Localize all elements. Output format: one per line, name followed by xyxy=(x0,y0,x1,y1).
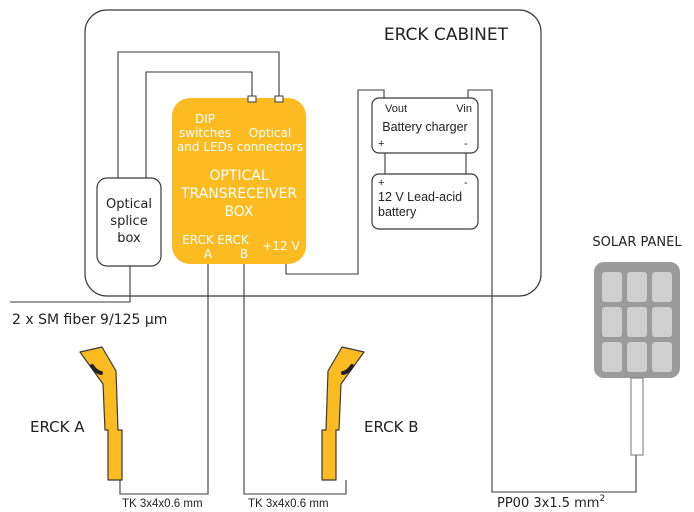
dip-label-line3: and LEDs xyxy=(177,140,233,154)
power-cable-label: PP00 3x1.5 mm2 xyxy=(497,494,605,511)
fiber-label: 2 x SM fiber 9/125 µm xyxy=(12,312,167,328)
port-erck-a-line2: A xyxy=(204,247,213,261)
dip-label-line2: switches xyxy=(179,126,231,140)
battery-label-line1: 12 V Lead-acid xyxy=(378,190,462,204)
optical-splice-box xyxy=(96,177,162,267)
optical-connector-right xyxy=(274,95,284,103)
connectors-label-line2: connectors xyxy=(237,140,303,154)
charger-vin-label: Vin xyxy=(456,103,472,115)
erck-b-cable-label: TK 3x4x0.6 mm xyxy=(248,498,329,510)
power-lines xyxy=(285,89,637,493)
battery-label-line2: battery xyxy=(378,205,417,219)
charger-plus: + xyxy=(378,138,384,150)
splice-box-line1: Optical xyxy=(106,197,152,212)
optical-box-title-line3: BOX xyxy=(224,204,253,220)
optical-box-title-line1: OPTICAL xyxy=(209,168,268,184)
optical-box-title-line2: TRANSRECEIVER xyxy=(180,186,297,202)
lead-acid-battery xyxy=(371,173,479,230)
port-erck-b-line1: ERCK xyxy=(217,233,250,247)
erck-b-label: ERCK B xyxy=(364,418,419,436)
optical-transreceiver-box xyxy=(172,98,306,264)
erck-a-cable-label: TK 3x4x0.6 mm xyxy=(122,498,203,510)
battery-plus: + xyxy=(378,177,384,189)
erck-cable-lines xyxy=(119,262,347,495)
cabinet-title: ERCK CABINET xyxy=(384,25,509,45)
battery-charger xyxy=(371,97,479,154)
erck-a-label: ERCK A xyxy=(30,418,85,436)
solar-panel-title: SOLAR PANEL xyxy=(592,235,682,250)
erck-a-handset-icon xyxy=(79,346,123,481)
splice-box-line2: splice xyxy=(110,214,147,229)
splice-box-line3: box xyxy=(117,231,141,246)
dip-label-line1: DIP xyxy=(195,112,215,126)
erck-cabinet xyxy=(84,9,542,297)
solar-panel xyxy=(594,262,680,456)
port-erck-a-line1: ERCK xyxy=(182,233,215,247)
power-cable-text: PP00 3x1.5 mm xyxy=(497,496,599,511)
connectors-label-line1: Optical xyxy=(249,126,291,140)
power-input-label: +12 V xyxy=(262,239,300,253)
charger-name: Battery charger xyxy=(382,120,467,134)
port-erck-b-line2: B xyxy=(240,247,248,261)
battery-minus: - xyxy=(464,177,468,189)
optical-connector-left xyxy=(247,95,257,103)
charger-vout-label: Vout xyxy=(385,103,407,115)
charger-minus: - xyxy=(464,138,468,150)
power-cable-superscript: 2 xyxy=(599,494,605,504)
fiber-lines xyxy=(10,51,280,303)
erck-b-handset-icon xyxy=(321,346,365,481)
